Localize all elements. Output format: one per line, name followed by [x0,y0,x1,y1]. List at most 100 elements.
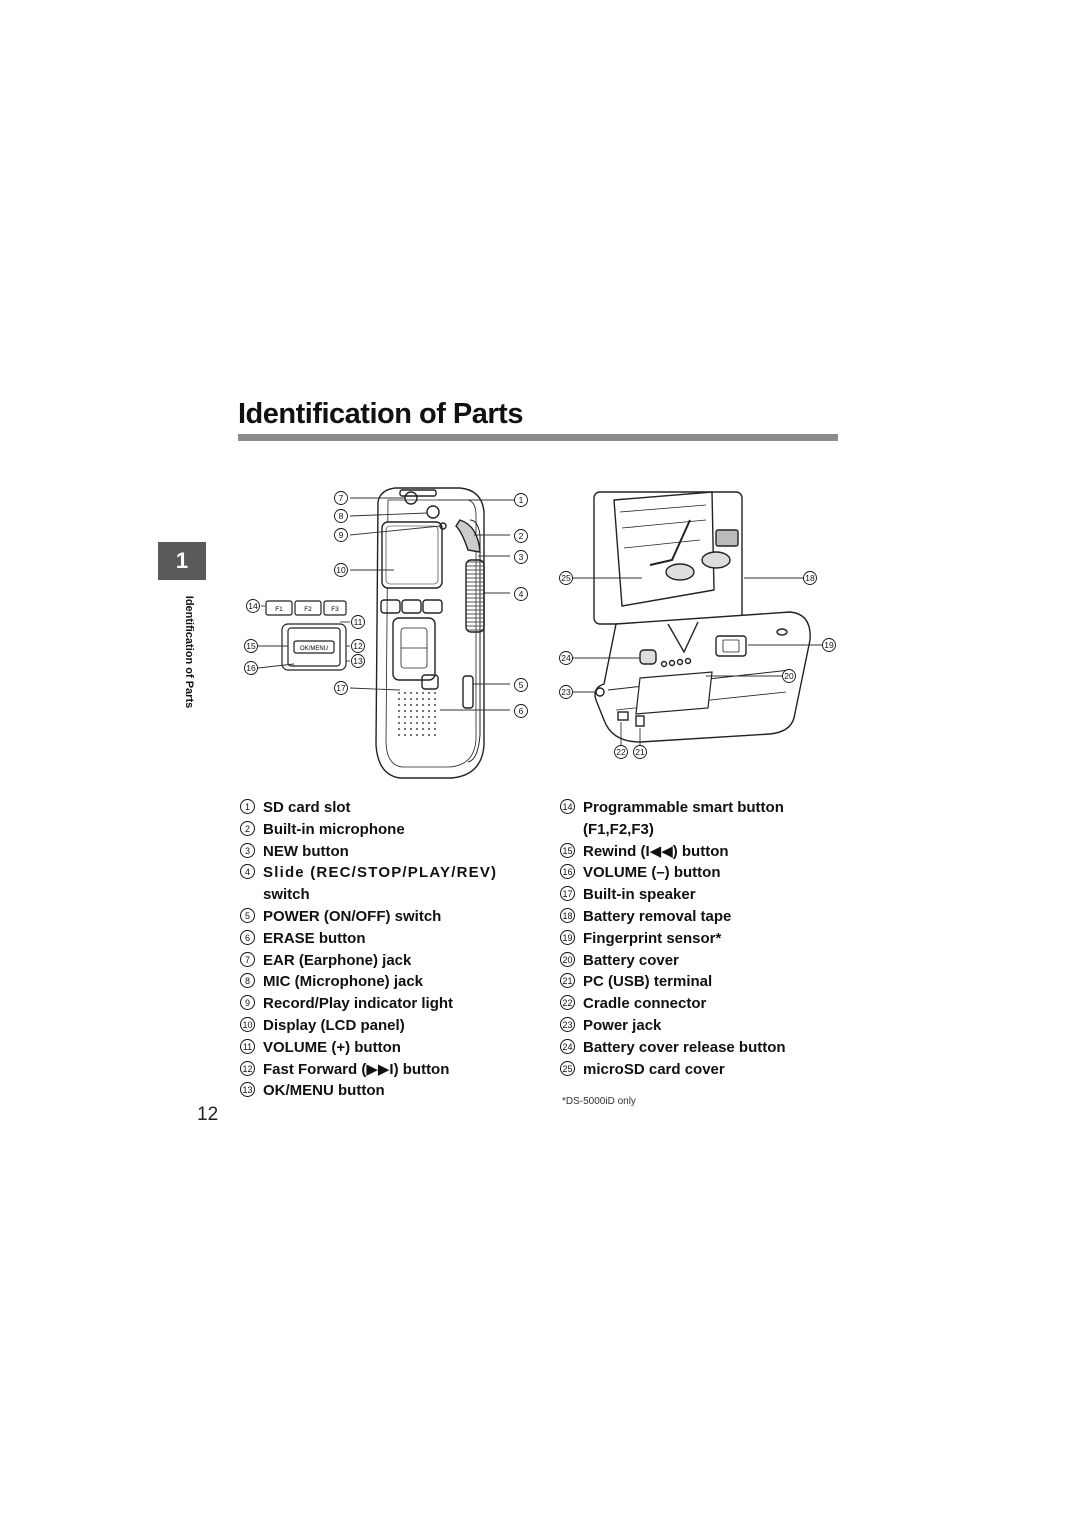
item-number: 13 [240,1082,255,1098]
battery-cover [635,671,713,715]
item-text: Battery cover release button [583,1038,786,1056]
leader-lines [257,497,822,746]
callout-4: 4 [514,587,528,601]
item-text: Fingerprint sensor* [583,929,722,947]
item-number: 19 [560,929,575,945]
svg-text:2: 2 [519,531,524,541]
item-text: PC (USB) terminal [583,973,713,991]
item-text: VOLUME (+) button [263,1038,401,1056]
list-item: 10 Display (LCD panel) [240,1015,540,1037]
microphone-head [455,519,481,553]
callout-1: 1 [514,493,528,507]
smart-button-f1 [380,599,401,614]
item-text: Built-in speaker [583,886,696,904]
zoom-pointer [667,621,699,654]
item-number: 10 [240,1016,255,1032]
callout-23: 23 [559,685,573,699]
footnote: *DS-5000iD only [562,1096,636,1107]
item-number: 25 [560,1060,575,1076]
callout-numbers: 7 8 9 10 14 15 16 17 11 12 13 1 2 3 4 5 … [244,491,836,759]
svg-text:23: 23 [561,687,571,697]
item-text: switch [263,886,310,904]
list-item: 25 microSD card cover [560,1059,830,1081]
svg-text:14: 14 [248,601,258,611]
item-number: 24 [560,1038,575,1054]
item-number: 14 [560,799,575,814]
svg-text:19: 19 [824,640,834,650]
item-text: Battery removal tape [583,907,732,925]
list-item: 8 MIC (Microphone) jack [240,971,540,993]
callout-11: 11 [351,615,365,629]
item-text: Cradle connector [583,995,707,1013]
mic-jack [426,505,440,519]
callout-13: 13 [351,654,365,668]
callout-20: 20 [782,669,796,683]
svg-text:4: 4 [519,589,524,599]
item-number: 1 [240,799,255,814]
callout-24: 24 [559,651,573,665]
item-number: 8 [240,973,255,989]
item-text: Rewind (I◀◀) button [583,842,729,860]
svg-text:6: 6 [519,706,524,716]
list-item: 7 EAR (Earphone) jack [240,950,540,972]
svg-text:5: 5 [519,680,524,690]
item-number: 17 [560,886,575,902]
item-number: 11 [240,1038,255,1054]
callout-18: 18 [803,571,817,585]
item-number: 20 [560,951,575,967]
item-text: VOLUME (–) button [583,864,721,882]
callout-22: 22 [614,745,628,759]
svg-text:20: 20 [784,671,794,681]
item-text: EAR (Earphone) jack [263,951,412,969]
usb-terminal [635,715,645,727]
list-item: 24 Battery cover release button [560,1037,830,1059]
list-item: 20 Battery cover [560,950,830,972]
item-text: Battery cover [583,951,679,969]
svg-text:17: 17 [336,683,346,693]
smart-button-f2 [401,599,422,614]
item-text: Display (LCD panel) [263,1016,405,1034]
fingerprint-sensor [715,635,747,657]
callout-14: 14 [246,599,260,613]
item-text: MIC (Microphone) jack [263,973,424,991]
item-number: 23 [560,1016,575,1032]
item-text: NEW button [263,842,349,860]
svg-text:24: 24 [561,653,571,663]
opened-cover [613,491,715,607]
ok-menu-label: OK/MENU [300,646,328,652]
item-number: 15 [560,842,575,858]
chapter-tab: 1 [158,542,206,580]
callout-5: 5 [514,678,528,692]
button-inset [265,600,347,671]
item-number: 7 [240,951,255,967]
callout-8: 8 [334,509,348,523]
f2-label: F2 [304,606,312,613]
item-number: 5 [240,907,255,923]
svg-text:15: 15 [246,641,256,651]
callout-10: 10 [334,563,348,577]
item-text: Fast Forward (▶▶I) button [263,1060,450,1078]
f1-label: F1 [275,606,283,613]
speaker-grille [398,690,438,738]
callout-17: 17 [334,681,348,695]
item-text: POWER (ON/OFF) switch [263,907,442,925]
item-number: 6 [240,929,255,945]
item-number: 18 [560,907,575,923]
battery-tape [649,519,691,566]
item-number: 3 [240,842,255,858]
f3-label: F3 [331,606,339,613]
item-text: microSD card cover [583,1060,725,1078]
erase-button [421,674,439,690]
title-rule [238,434,838,441]
item-text: (F1,F2,F3) [583,820,654,838]
